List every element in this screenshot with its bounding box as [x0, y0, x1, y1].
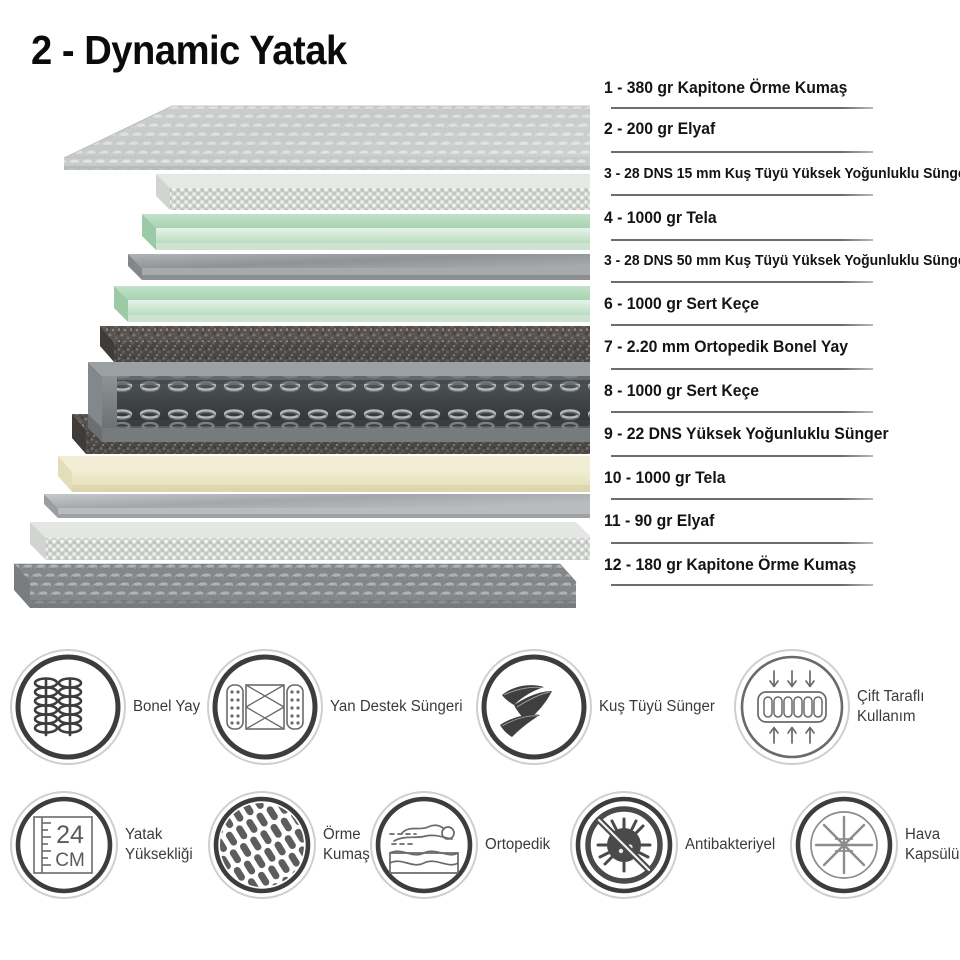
layer-yuksek-yogunluklu-sunger — [58, 456, 618, 492]
spec-separator — [611, 106, 873, 109]
feature-label: Yatak Yüksekliği — [125, 826, 193, 863]
spec-label: 3 - 28 DNS 50 mm Kuş Tüyü Yüksek Yoğunlu… — [604, 253, 960, 270]
spec-separator — [611, 239, 873, 242]
spec-label: 6 - 1000 gr Sert Keçe — [604, 294, 760, 313]
spec-label: 7 - 2.20 mm Ortopedik Bonel Yay — [604, 338, 849, 357]
feature-cift-tarafli-kullanim[interactable]: Çift Taraflı Kullanım — [732, 647, 927, 767]
spec-label: 12 - 180 gr Kapitone Örme Kumaş — [604, 555, 857, 574]
feature-yan-destek-sungeri[interactable]: Yan Destek Süngeri — [205, 647, 467, 767]
spec-label: 9 - 22 DNS Yüksek Yoğunluklu Sünger — [604, 425, 889, 444]
layer-kapitone-orme-kumas-bottom — [13, 563, 577, 608]
spec-item: 1 - 380 gr Kapitone Örme Kumaş — [604, 80, 960, 109]
spec-item: 9 - 22 DNS Yüksek Yoğunluklu Sünger — [604, 426, 960, 457]
layer-kus-tuyu-sunger-50mm — [114, 286, 674, 322]
spec-separator — [611, 498, 873, 501]
spec-label: 3 - 28 DNS 15 mm Kuş Tüyü Yüksek Yoğunlu… — [604, 166, 960, 182]
feature-label: Kuş Tüyü Sünger — [599, 698, 715, 716]
layer-bonel-yay — [88, 362, 648, 442]
feature-label: Bonel Yay — [133, 698, 201, 716]
spec-item: 12 - 180 gr Kapitone Örme Kumaş — [604, 557, 960, 587]
spec-separator — [611, 151, 873, 153]
layer-kus-tuyu-sunger-15mm — [142, 214, 702, 250]
feature-ortopedik[interactable]: Ortopedik — [368, 789, 552, 901]
layer-sert-kece-top — [100, 326, 660, 362]
spec-separator — [611, 541, 873, 544]
spec-item: 3 - 28 DNS 15 mm Kuş Tüyü Yüksek Yoğunlu… — [604, 167, 960, 196]
layer-kapitone-orme-kumas-top — [63, 105, 719, 170]
feature-bonel-yay[interactable]: Bonel Yay — [8, 647, 202, 767]
spec-item: 6 - 1000 gr Sert Keçe — [604, 296, 960, 327]
spec-separator — [611, 454, 873, 457]
height-value: 24 — [56, 821, 84, 849]
spec-item: 8 - 1000 gr Sert Keçe — [604, 383, 960, 414]
materials-spec-list: 1 - 380 gr Kapitone Örme Kumaş 2 - 200 g… — [604, 80, 960, 587]
antibacterial-icon — [568, 789, 680, 901]
feature-antibakteriyel[interactable]: Antibakteriyel — [568, 789, 778, 901]
air-capsule-icon — [788, 789, 900, 901]
spec-item: 11 - 90 gr Elyaf — [604, 513, 960, 544]
feature-label: Antibakteriyel — [685, 836, 776, 854]
feature-label: Çift Taraflı Kullanım — [857, 688, 925, 725]
spec-item: 7 - 2.20 mm Ortopedik Bonel Yay — [604, 339, 960, 370]
feature-label: Hava Kapsülü — [905, 826, 960, 863]
spec-item: 4 - 1000 gr Tela — [604, 210, 960, 242]
spec-label: 8 - 1000 gr Sert Keçe — [604, 381, 760, 400]
double-sided-use-icon — [732, 647, 852, 767]
spec-separator — [611, 584, 873, 587]
spec-separator — [611, 367, 873, 370]
spec-item: 3 - 28 DNS 50 mm Kuş Tüyü Yüksek Yoğunlu… — [604, 254, 960, 283]
spec-separator — [611, 411, 873, 414]
feather-icon — [474, 647, 594, 767]
page-title: 2 - Dynamic Yatak — [31, 27, 347, 73]
layer-tela-top — [128, 254, 688, 280]
side-support-foam-icon — [205, 647, 325, 767]
feature-orme-kumas[interactable]: Örme Kumaş — [206, 789, 371, 901]
spec-item: 10 - 1000 gr Tela — [604, 470, 960, 501]
spec-label: 4 - 1000 gr Tela — [604, 208, 717, 227]
spec-item: 2 - 200 gr Elyaf — [604, 119, 960, 153]
layer-elyaf-bottom — [30, 522, 592, 560]
spec-label: 11 - 90 gr Elyaf — [604, 512, 715, 531]
spec-separator — [611, 324, 873, 327]
bonel-spring-icon — [8, 647, 128, 767]
mattress-svg — [13, 105, 719, 608]
feature-hava-kapsulu[interactable]: Hava Kapsülü — [788, 789, 960, 901]
spec-label: 1 - 380 gr Kapitone Örme Kumaş — [604, 79, 848, 97]
height-unit: CM — [55, 850, 85, 871]
feature-kus-tuyu-sunger[interactable]: Kuş Tüyü Sünger — [474, 647, 718, 767]
feature-yatak-yuksekligi[interactable]: 24 CM Yatak Yüksekliği — [8, 789, 195, 901]
mattress-height-icon: 24 CM — [8, 789, 120, 901]
spec-label: 10 - 1000 gr Tela — [604, 468, 726, 487]
feature-label: Ortopedik — [485, 836, 551, 854]
layer-elyaf-top — [156, 174, 716, 210]
feature-label: Örme Kumaş — [323, 826, 370, 863]
knitted-fabric-icon — [206, 789, 318, 901]
spec-label: 2 - 200 gr Elyaf — [604, 119, 716, 138]
mattress-layers-diagram — [0, 104, 719, 624]
layer-tela-bottom — [44, 494, 604, 518]
feature-label: Yan Destek Süngeri — [330, 698, 463, 716]
spec-separator — [611, 193, 873, 196]
spec-separator — [611, 280, 873, 283]
orthopedic-icon — [368, 789, 480, 901]
